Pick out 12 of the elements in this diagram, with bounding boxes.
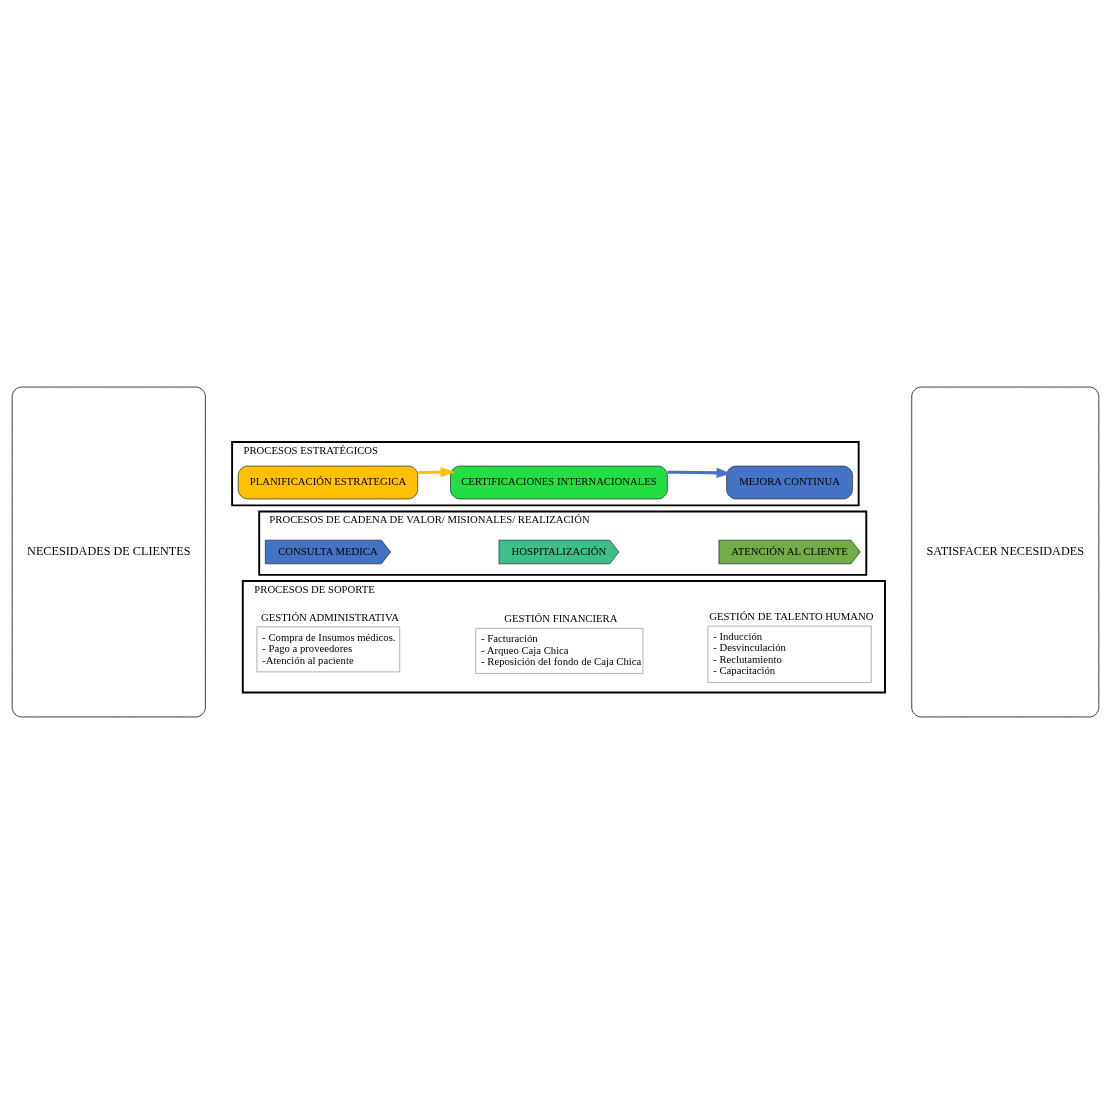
node-box: MEJORA CONTINUA [726, 465, 853, 499]
arrow [417, 466, 456, 477]
node-box: NECESIDADES DE CLIENTES [11, 386, 206, 717]
node-box: CERTIFICACIONES INTERNACIONALES [450, 465, 668, 499]
node-box: PLANIFICACIÓN ESTRATEGICA [237, 465, 419, 499]
node-box: - Facturación - Arqueo Caja Chica - Reposición del fondo de Caja Chica [475, 627, 644, 674]
node-box: - Compra de Insumos médicos. - Pago a proveedores -Atención al paciente [256, 625, 401, 672]
node-label: GESTIÓN ADMINISTRATIVA [261, 610, 399, 623]
node-box: SATISFACER NECESIDADES [911, 386, 1100, 717]
node-box: - Inducción - Desvinculación - Reclutamiento - Capacitación [707, 625, 872, 683]
node-label: GESTIÓN DE TALENTO HUMANO [709, 609, 874, 622]
node-label: GESTIÓN FINANCIERA [504, 611, 618, 624]
